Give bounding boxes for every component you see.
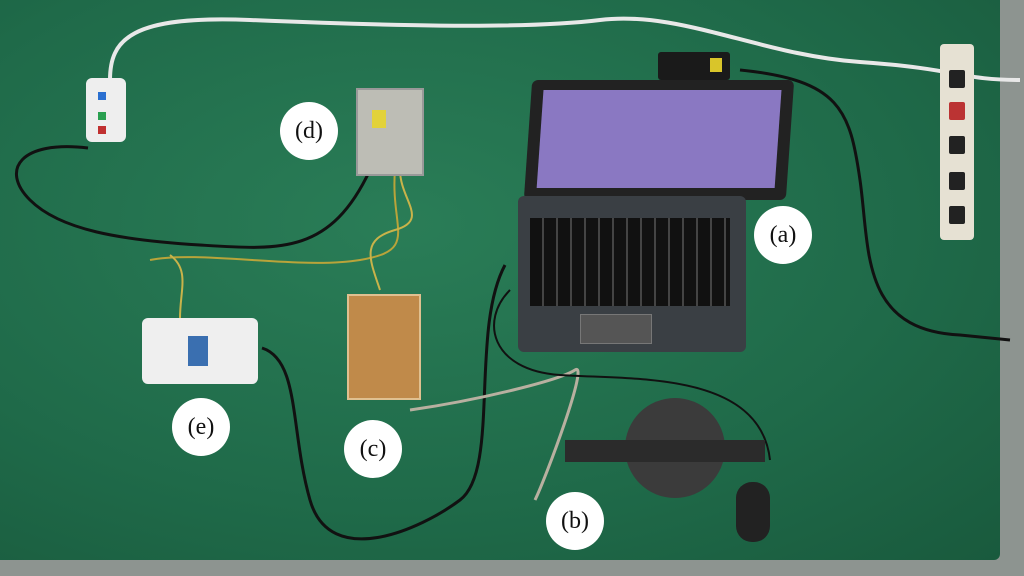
power-adapter bbox=[658, 52, 730, 80]
power-strip bbox=[940, 44, 974, 240]
label-c: (c) bbox=[344, 420, 402, 478]
laptop-power-cable bbox=[739, 68, 1011, 342]
laptop-screen bbox=[523, 80, 795, 200]
outlet-switch bbox=[949, 102, 965, 120]
laptop-keyboard bbox=[530, 218, 730, 306]
circuit-board bbox=[347, 294, 421, 400]
computer-mouse bbox=[736, 482, 770, 542]
hub-port bbox=[98, 126, 106, 134]
hub-port bbox=[98, 92, 106, 100]
laptop-display bbox=[536, 90, 782, 188]
camera-arm bbox=[565, 440, 765, 462]
board-wires bbox=[369, 169, 413, 291]
usb-cable-gray bbox=[409, 368, 580, 501]
outlet bbox=[949, 136, 965, 154]
mouse-cable bbox=[493, 289, 771, 461]
adapter-sticker bbox=[710, 58, 722, 72]
label-d: (d) bbox=[280, 102, 338, 160]
outlet bbox=[949, 172, 965, 190]
laptop-keyboard-base bbox=[518, 196, 746, 352]
daq-logo bbox=[188, 336, 208, 366]
outlet bbox=[949, 206, 965, 224]
psu-label bbox=[372, 110, 386, 128]
black-cable-left bbox=[14, 145, 372, 249]
laptop-touchpad bbox=[580, 314, 652, 344]
label-e: (e) bbox=[172, 398, 230, 456]
sensor-cables-yellow bbox=[149, 169, 400, 264]
white-power-cable bbox=[108, 16, 1021, 82]
data-acquisition-device bbox=[142, 318, 258, 384]
power-hub bbox=[86, 78, 126, 142]
label-a: (a) bbox=[754, 206, 812, 264]
label-b: (b) bbox=[546, 492, 604, 550]
daq-cable bbox=[261, 264, 507, 541]
power-supply-unit bbox=[356, 88, 424, 176]
hub-port bbox=[98, 112, 106, 120]
daq-wires bbox=[169, 254, 184, 319]
outlet bbox=[949, 70, 965, 88]
